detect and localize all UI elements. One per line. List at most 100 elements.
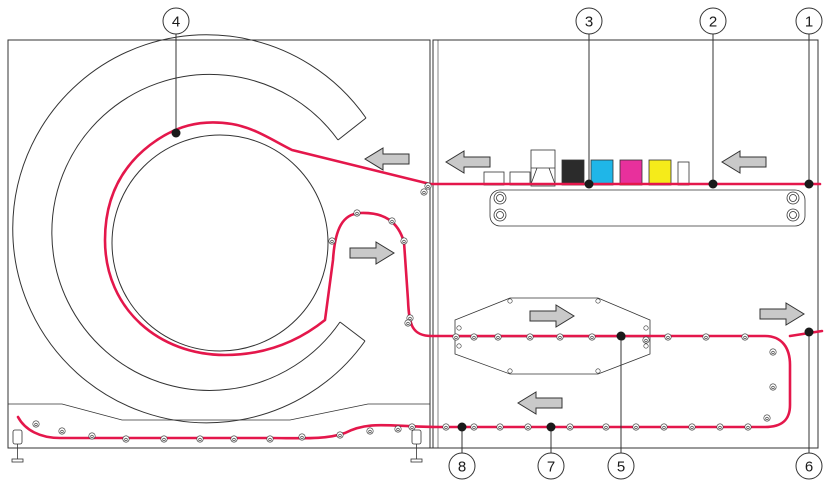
roller (664, 333, 672, 341)
roller (88, 432, 96, 440)
callout-6-circle (795, 452, 823, 480)
roller (442, 423, 450, 431)
roller (452, 333, 460, 341)
callout-8-marker-dot (457, 422, 467, 432)
base-frame (8, 403, 430, 421)
callout-5: 5 (607, 331, 635, 480)
callouts: 1 2 3 4 5 6 7 8 (162, 7, 823, 480)
arrow-dryer (529, 304, 575, 328)
roller (404, 319, 412, 327)
callout-5-circle (607, 452, 635, 480)
roller (388, 217, 396, 225)
callout-7-circle (537, 452, 565, 480)
media-path-upper (16, 121, 822, 440)
roller (328, 237, 336, 245)
callout-8-circle (448, 452, 476, 480)
print-carriage (489, 189, 806, 227)
callout-6: 6 (795, 327, 823, 480)
roller (266, 435, 274, 443)
callout-3-circle (575, 7, 603, 35)
roller (366, 427, 374, 435)
callout-8-label: 8 (458, 459, 466, 476)
callout-6-label: 6 (805, 459, 813, 476)
roller (122, 435, 130, 443)
roller (336, 431, 344, 439)
ink-cartridge-white (677, 161, 690, 186)
roller (688, 423, 696, 431)
ink-cartridge-magenta (619, 159, 643, 186)
left-cabinet-outline (7, 39, 431, 449)
callout-3: 3 (575, 7, 603, 189)
callout-2-circle (699, 7, 727, 35)
drum-inner-circle (111, 134, 329, 352)
callout-3-marker-dot (584, 179, 594, 189)
ink-cartridge-cyan (590, 159, 614, 186)
roller (769, 348, 777, 356)
roller (524, 423, 532, 431)
media-path (16, 121, 824, 440)
roller (230, 435, 238, 443)
leveling-foot-left (11, 429, 24, 463)
roller (58, 427, 66, 435)
roller (494, 333, 502, 341)
roller (353, 209, 361, 217)
roller (470, 423, 478, 431)
callout-1-marker-dot (804, 179, 814, 189)
roller (526, 333, 534, 341)
roller (632, 423, 640, 431)
arrow-print-2 (445, 150, 491, 174)
right-cabinet-outline (432, 39, 819, 449)
callout-8: 8 (448, 422, 476, 480)
callout-3-label: 3 (585, 14, 593, 31)
ink-cartridges (561, 159, 690, 186)
callout-4-marker-dot (171, 128, 181, 138)
roller (763, 414, 771, 422)
arrow-print-1 (364, 147, 410, 171)
roller (196, 435, 204, 443)
callout-5-marker-dot (616, 331, 626, 341)
roller (400, 237, 408, 245)
callout-2-label: 2 (709, 14, 717, 31)
roller (408, 423, 416, 431)
arrow-print-3 (721, 150, 767, 174)
callout-2-marker-dot (708, 179, 718, 189)
drum-gap-bottom (339, 321, 366, 342)
ink-cartridge-black (561, 159, 585, 186)
arrow-drum-exit (349, 241, 395, 265)
print-heads (483, 149, 556, 187)
callout-5-label: 5 (617, 459, 625, 476)
roller (394, 425, 402, 433)
roller (642, 336, 650, 344)
roller (160, 435, 168, 443)
dryer-unit (454, 297, 651, 375)
roller (602, 423, 610, 431)
direction-arrows (349, 147, 805, 415)
callout-4-label: 4 (172, 14, 180, 31)
roller (470, 333, 478, 341)
drum-outer-ring (12, 34, 367, 424)
drum-middle-ring (51, 73, 341, 391)
callout-7-label: 7 (547, 459, 555, 476)
callout-4-circle (162, 7, 190, 35)
ink-cartridge-yellow (648, 159, 672, 186)
callout-1: 1 (795, 7, 823, 189)
roller (716, 423, 724, 431)
roller (702, 333, 710, 341)
callout-7-marker-dot (546, 422, 556, 432)
roller (556, 333, 564, 341)
callout-1-circle (795, 7, 823, 35)
roller (744, 423, 752, 431)
callout-2: 2 (699, 7, 727, 189)
roller (769, 383, 777, 391)
drum-gap-top (337, 117, 367, 141)
arrow-return (517, 391, 563, 415)
roller (741, 333, 749, 341)
callout-1-label: 1 (805, 14, 813, 31)
roller (420, 188, 428, 196)
roller (588, 333, 596, 341)
callout-7: 7 (537, 422, 565, 480)
roller (298, 433, 306, 441)
callout-4: 4 (162, 7, 190, 138)
arrow-output (759, 302, 805, 326)
